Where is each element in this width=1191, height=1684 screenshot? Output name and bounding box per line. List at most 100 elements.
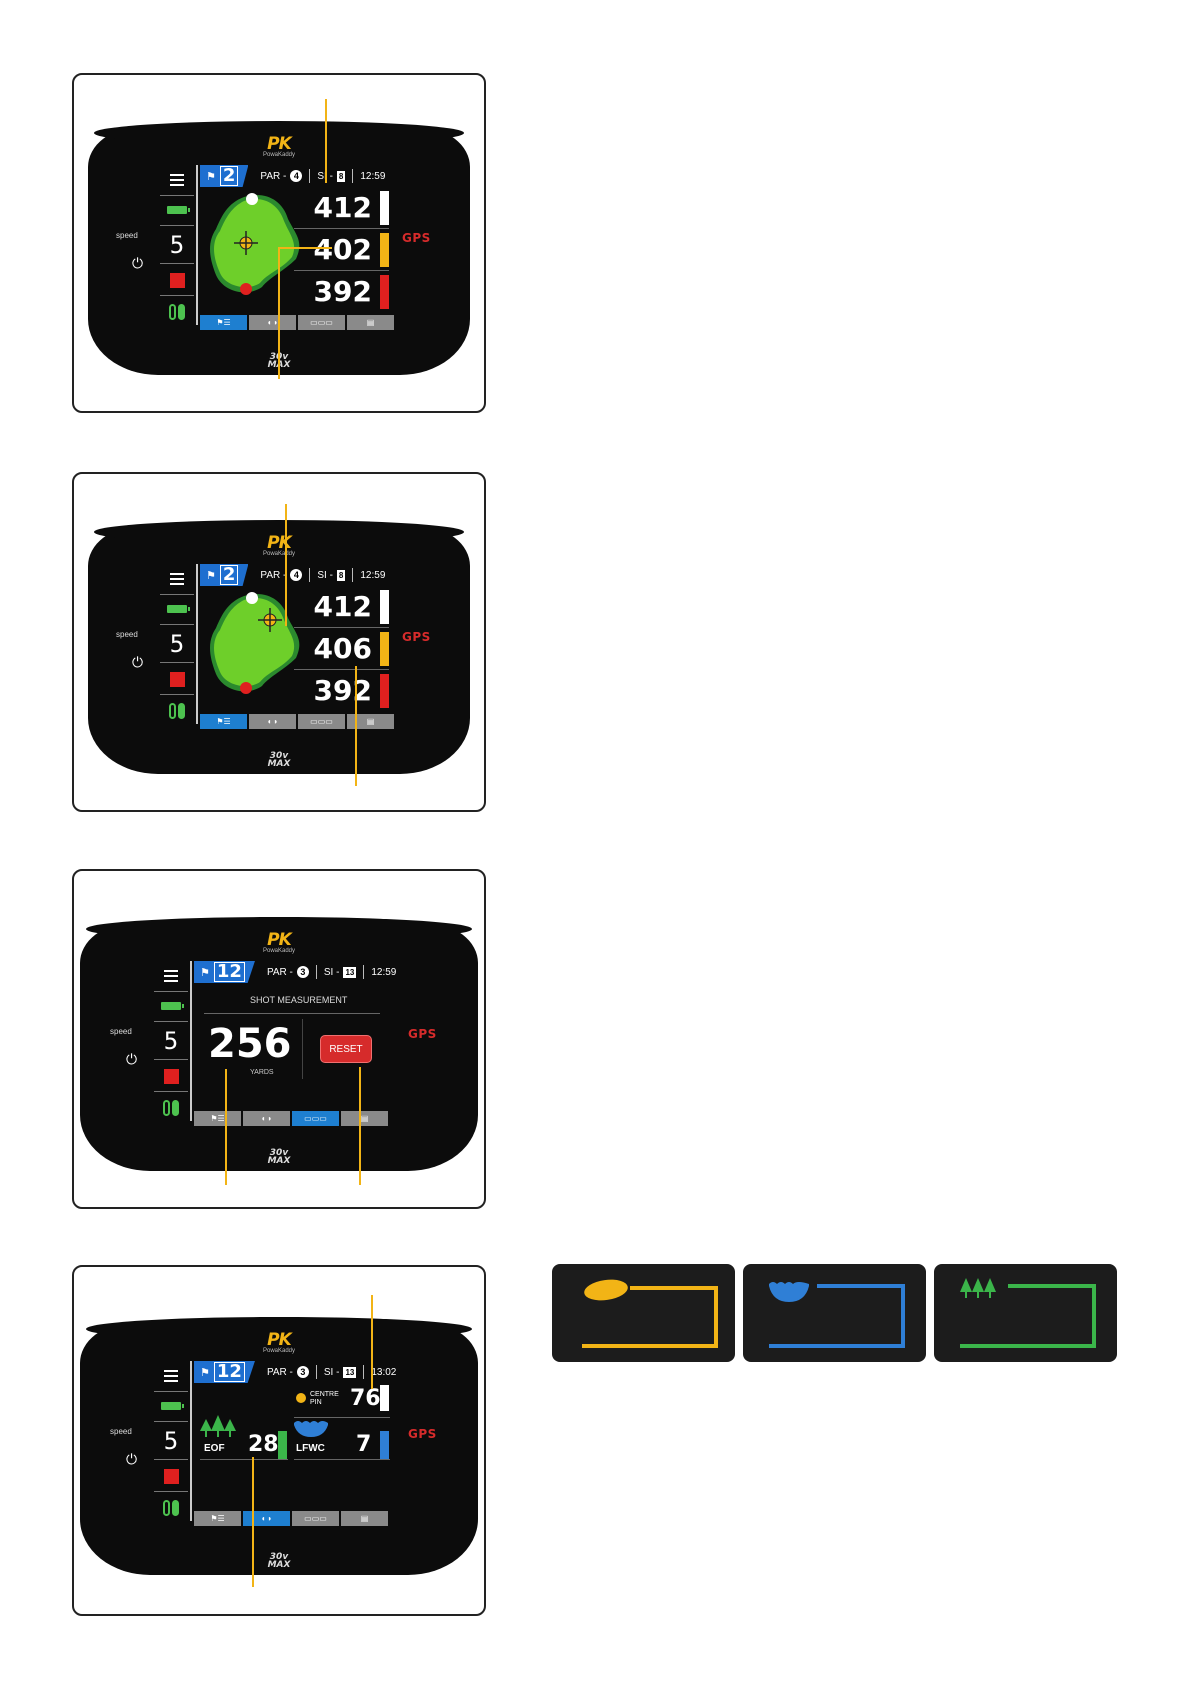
hazard-left-distance: 28 [248,1432,279,1457]
legend-card-trees [934,1264,1117,1362]
centre-pin-distance: 76 [350,1386,381,1411]
stop-button[interactable] [154,1061,188,1091]
stroke-index-value: 13 [343,1366,357,1378]
hole-number-badge: ⚑2 [200,564,249,586]
pin-label: PIN [310,1399,322,1406]
speed-label: speed [110,1027,132,1036]
tab-hole-view[interactable]: ⚑☰ [194,1111,241,1126]
trolley-status-icon [154,1493,188,1523]
hole-header: ⚑2 PAR -4 SI -8 12:59 [200,165,385,187]
hole-number-badge: ⚑2 [200,165,249,187]
tab-hole-view[interactable]: ⚑☰ [200,315,247,330]
trees-icon [960,1278,1096,1348]
speed-label: speed [110,1427,132,1436]
green-map[interactable] [204,189,310,299]
callout-line [252,1457,254,1587]
hole-number-badge: ⚑12 [194,961,255,983]
menu-icon[interactable] [154,1361,188,1391]
reset-button[interactable]: RESET [320,1035,372,1063]
tab-hazards[interactable]: ◐◑ [249,714,296,729]
green-map[interactable] [204,588,310,698]
left-control-column: 5 [160,165,194,325]
shot-measurement-title: SHOT MEASUREMENT [250,995,348,1005]
callout-line [355,666,357,786]
hole-header: ⚑12 PAR -3 SI -13 13:02 [194,1361,396,1383]
tab-shot-measure[interactable]: ▭▭▭ [298,315,345,330]
bunker-icon [582,1279,718,1348]
gps-label: GPS [408,1027,437,1041]
distance-centre: 402 [313,233,372,266]
tab-hazards[interactable]: ◐◑ [243,1511,290,1526]
tab-scorecard[interactable]: ▤ [341,1111,388,1126]
menu-icon[interactable] [160,165,194,195]
left-control-column: 5 [160,564,194,724]
stop-button[interactable] [160,265,194,295]
stroke-index-value: 13 [343,966,357,978]
speed-display[interactable]: 5 [169,231,185,259]
water-icon [294,1421,328,1437]
left-control-column: 5 [154,1361,188,1521]
speed-display[interactable]: 5 [163,1427,179,1455]
distance-back: 412 [313,191,372,224]
bottom-tabs: ⚑☰ ◐◑ ▭▭▭ ▤ [200,714,394,729]
tab-scorecard[interactable]: ▤ [341,1511,388,1526]
centre-pin-dot-icon [296,1393,306,1403]
back-pin-marker [240,283,252,295]
par-value: 3 [296,1366,309,1378]
power-icon[interactable]: ⏻ [126,1451,138,1467]
callout-line [285,504,287,626]
speed-display[interactable]: 5 [163,1027,179,1055]
clock-time: 12:59 [360,170,386,182]
tab-scorecard[interactable]: ▤ [347,315,394,330]
tab-shot-measure[interactable]: ▭▭▭ [292,1111,339,1126]
menu-icon[interactable] [160,564,194,594]
distance-front: 392 [313,275,372,308]
shot-distance-unit: YARDS [250,1069,274,1076]
distance-front: 392 [313,674,372,707]
speed-label: speed [116,630,138,639]
trolley-status-icon [160,696,194,726]
menu-icon[interactable] [154,961,188,991]
clock-time: 12:59 [371,966,397,978]
tab-scorecard[interactable]: ▤ [347,714,394,729]
callout-line [325,99,327,183]
shot-distance-value: 256 [208,1021,292,1067]
battery-icon [160,195,194,225]
hazard-right-distance: 7 [356,1432,372,1457]
gps-label: GPS [402,630,431,644]
trees-icon [200,1415,236,1437]
tab-hole-view[interactable]: ⚑☰ [194,1511,241,1526]
speed-label: speed [116,231,138,240]
panel-hazard-view: PK PowaKaddy 5 speed ⏻ GPS ⚑12 PAR -3 SI… [72,1265,486,1616]
stop-button[interactable] [154,1461,188,1491]
par-value: 4 [290,569,303,581]
power-icon[interactable]: ⏻ [132,255,144,271]
trolley-status-icon [154,1093,188,1123]
water-icon [769,1282,905,1348]
distance-centre: 406 [313,632,372,665]
par-value: 4 [290,170,303,182]
battery-icon [154,1391,188,1421]
tab-shot-measure[interactable]: ▭▭▭ [298,714,345,729]
speed-display[interactable]: 5 [169,630,185,658]
powakaddy-logo: PK PowaKaddy [262,134,296,159]
hazard-left-label: EOF [204,1443,225,1454]
power-icon[interactable]: ⏻ [126,1051,138,1067]
clock-time: 13:02 [371,1366,397,1378]
powakaddy-logo: PK PowaKaddy [262,533,296,558]
callout-line [278,247,280,379]
tab-shot-measure[interactable]: ▭▭▭ [292,1511,339,1526]
panel-hole-view-1: PK PowaKaddy 5 speed ⏻ GPS ⚑2 PAR -4 SI … [72,73,486,413]
distance-back: 412 [313,590,372,623]
power-icon[interactable]: ⏻ [132,654,144,670]
tab-hazards[interactable]: ◐◑ [243,1111,290,1126]
target-crosshair-icon [258,608,282,632]
stop-button[interactable] [160,664,194,694]
legend-card-bunker [552,1264,735,1362]
hole-header: ⚑12 PAR -3 SI -13 12:59 [194,961,396,983]
tab-hole-view[interactable]: ⚑☰ [200,714,247,729]
tab-hazards[interactable]: ◐◑ [249,315,296,330]
gps-label: GPS [408,1427,437,1441]
